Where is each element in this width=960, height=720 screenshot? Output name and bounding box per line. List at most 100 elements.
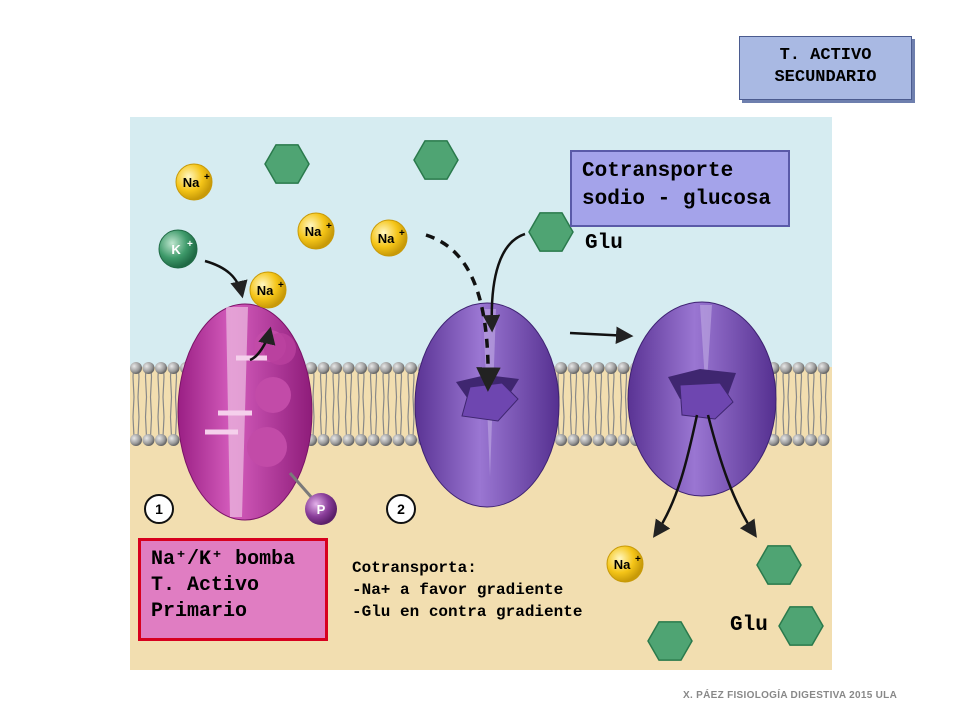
na-ion-in-pump: Na + bbox=[249, 271, 287, 309]
phospholipid-head bbox=[167, 362, 180, 374]
footer-credit: X. PÁEZ FISIOLOGÍA DIGESTIVA 2015 ULA bbox=[683, 690, 898, 701]
phospholipid-head bbox=[805, 362, 817, 374]
glucose-molecule bbox=[528, 212, 574, 252]
phospholipid-head bbox=[617, 434, 630, 446]
na-k-pump bbox=[177, 303, 313, 521]
cotransporter-closed bbox=[627, 301, 777, 497]
glu-label-top: Glu bbox=[585, 232, 623, 255]
arrow-na-release bbox=[652, 414, 699, 538]
phospholipid-head bbox=[555, 362, 567, 374]
phospholipid-head bbox=[155, 434, 167, 446]
na-ion-released: Na + bbox=[606, 545, 644, 583]
na-ion: Na + bbox=[297, 212, 335, 250]
cotransport-line-2: sodio - glucosa bbox=[582, 188, 772, 211]
svg-text:+: + bbox=[278, 280, 284, 291]
phospholipid-head bbox=[792, 434, 805, 446]
phospholipid-head bbox=[817, 362, 830, 374]
pump-line-1: Na⁺/K⁺ bomba bbox=[151, 548, 296, 571]
cotransport-label-box: Cotransporte sodio - glucosa bbox=[570, 150, 790, 227]
title-line-1: T. ACTIVO bbox=[779, 46, 872, 65]
cotransport-note: Cotransporta: -Na+ a favor gradiente -Gl… bbox=[352, 557, 582, 623]
phospholipid-head bbox=[405, 362, 417, 374]
svg-text:+: + bbox=[635, 554, 641, 565]
svg-text:Na: Na bbox=[183, 175, 200, 190]
na-ion: Na + bbox=[370, 219, 408, 257]
phospholipid-head bbox=[605, 362, 617, 374]
phospholipid-head bbox=[367, 434, 380, 446]
arrow-transition bbox=[569, 326, 634, 345]
phospholipid-head bbox=[817, 434, 830, 446]
svg-text:K: K bbox=[171, 242, 181, 257]
phospholipid-head bbox=[142, 362, 155, 374]
note-line-1: Cotransporta: bbox=[352, 559, 477, 577]
glucose-molecule bbox=[413, 140, 459, 180]
cotransporter-open bbox=[414, 302, 560, 508]
phospholipid-head bbox=[580, 362, 592, 374]
phospholipid-head bbox=[130, 362, 142, 374]
phospholipid-head bbox=[330, 362, 342, 374]
phospholipid-head bbox=[780, 434, 792, 446]
svg-text:+: + bbox=[399, 228, 405, 239]
pump-label-box: Na⁺/K⁺ bomba T. Activo Primario bbox=[138, 538, 328, 641]
phospholipid-head bbox=[580, 434, 592, 446]
phospholipid-head bbox=[567, 362, 580, 374]
phospholipid-head bbox=[380, 362, 392, 374]
note-line-3: -Glu en contra gradiente bbox=[352, 603, 583, 621]
svg-text:+: + bbox=[187, 239, 193, 250]
phospholipid-head bbox=[780, 362, 792, 374]
phospholipid-head bbox=[330, 434, 342, 446]
phospholipid-head bbox=[317, 362, 330, 374]
note-line-2: -Na+ a favor gradiente bbox=[352, 581, 564, 599]
glu-label-bottom: Glu bbox=[730, 614, 768, 637]
svg-text:+: + bbox=[204, 172, 210, 183]
svg-text:Na: Na bbox=[257, 283, 274, 298]
phospholipid-head bbox=[342, 362, 355, 374]
phospholipid-head bbox=[617, 362, 630, 374]
glucose-molecule bbox=[778, 606, 824, 646]
phospholipid-head bbox=[155, 362, 167, 374]
phospholipid-head bbox=[130, 434, 142, 446]
phospholipid-head bbox=[142, 434, 155, 446]
svg-text:1: 1 bbox=[155, 501, 163, 517]
cotransport-line-1: Cotransporte bbox=[582, 160, 734, 183]
arrow-glu-entry bbox=[482, 232, 526, 333]
step-2-marker: 2 bbox=[386, 494, 416, 524]
pump-line-2: T. Activo bbox=[151, 574, 260, 597]
phospholipid-head bbox=[567, 434, 580, 446]
phospholipid-head bbox=[405, 434, 417, 446]
arrow-k-to-pump bbox=[204, 259, 248, 299]
phospholipid-head bbox=[380, 434, 392, 446]
step-1-marker: 1 bbox=[144, 494, 174, 524]
svg-text:Na: Na bbox=[305, 224, 322, 239]
glucose-molecule bbox=[647, 621, 693, 661]
phospholipid-head bbox=[392, 362, 405, 374]
svg-text:Na: Na bbox=[614, 557, 631, 572]
phospholipid-head bbox=[792, 362, 805, 374]
phospholipid-head bbox=[367, 362, 380, 374]
glucose-molecule bbox=[756, 545, 802, 585]
phosphate-group bbox=[305, 493, 337, 525]
phospholipid-head bbox=[605, 434, 617, 446]
svg-text:Na: Na bbox=[378, 231, 395, 246]
phospholipid-head bbox=[555, 434, 567, 446]
title-box: T. ACTIVO SECUNDARIO bbox=[739, 36, 912, 100]
na-ion: Na + bbox=[175, 163, 213, 201]
svg-text:+: + bbox=[326, 221, 332, 232]
phospholipid-head bbox=[317, 434, 330, 446]
arrow-glu-release bbox=[706, 414, 757, 538]
pump-line-3: Primario bbox=[151, 600, 248, 623]
phospholipid-head bbox=[592, 362, 605, 374]
arrow-na-dashed bbox=[425, 233, 501, 392]
k-ion: K+ bbox=[158, 229, 198, 269]
title-line-2: SECUNDARIO bbox=[774, 68, 877, 87]
phospholipid-head bbox=[592, 434, 605, 446]
phospholipid-head bbox=[355, 434, 367, 446]
glucose-molecule bbox=[264, 144, 310, 184]
phospholipid-head bbox=[355, 362, 367, 374]
svg-text:2: 2 bbox=[397, 501, 405, 517]
phospholipid-head bbox=[392, 434, 405, 446]
phosphate-label: P bbox=[317, 502, 326, 517]
phospholipid-head bbox=[342, 434, 355, 446]
phospholipid-head bbox=[305, 362, 317, 374]
phospholipid-head bbox=[805, 434, 817, 446]
